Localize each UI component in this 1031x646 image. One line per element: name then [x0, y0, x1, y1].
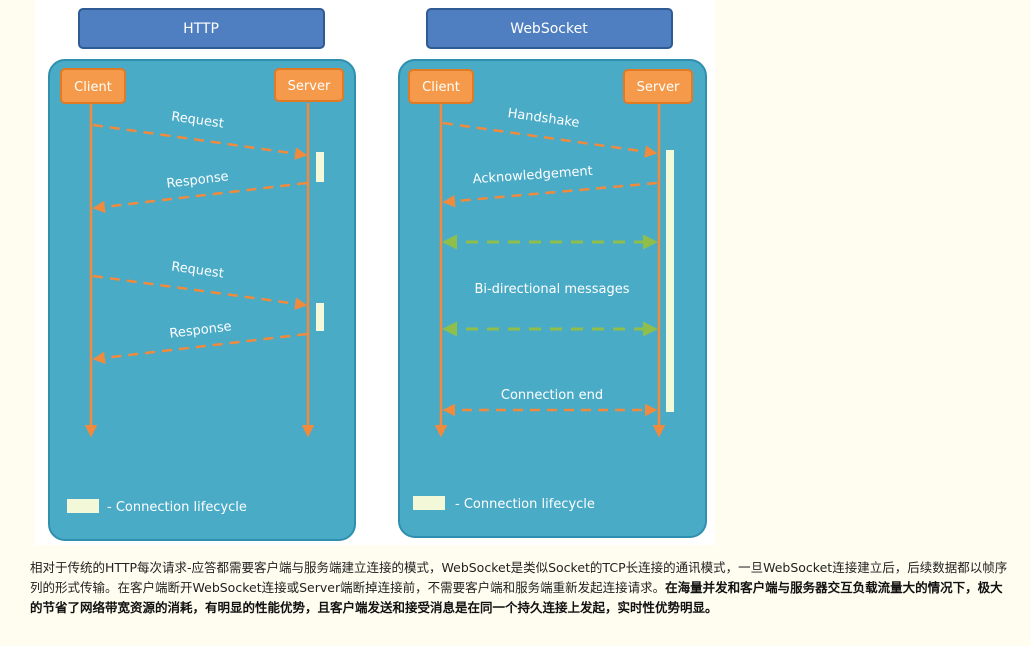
websocket-title: WebSocket — [510, 21, 588, 37]
http-diagram: HTTP Client Server Request Response Requ… — [48, 8, 356, 541]
http-title: HTTP — [183, 21, 219, 37]
description-text: 相对于传统的HTTP每次请求-应答都需要客户端与服务端建立连接的模式，WebSo… — [30, 560, 1008, 595]
http-request-arrow-2 — [92, 274, 308, 310]
websocket-client-box — [408, 69, 474, 104]
http-message-request-1: Request — [170, 109, 224, 131]
http-legend-label: - Connection lifecycle — [107, 500, 247, 515]
http-message-request-2: Request — [170, 259, 224, 281]
http-lifecycle-bar-2 — [316, 303, 324, 331]
http-response-arrow-2 — [92, 332, 308, 365]
websocket-lifecycle-bar — [666, 150, 674, 412]
description-emphasis: 在海量并发和客户端与服务器交互负载流量大的情况下，极大的节省了网络带宽资源的消耗… — [30, 580, 1003, 615]
description-paragraph: 相对于传统的HTTP每次请求-应答都需要客户端与服务端建立连接的模式，WebSo… — [30, 558, 1010, 618]
http-request-arrow-1 — [92, 123, 308, 160]
websocket-message-bidir: Bi-directional messages — [474, 282, 629, 297]
http-server-label: Server — [288, 79, 331, 94]
websocket-message-end: Connection end — [501, 388, 603, 403]
comparison-diagram: HTTP Client Server Request Response Requ… — [35, 0, 715, 545]
websocket-header — [426, 8, 673, 49]
websocket-client-label: Client — [422, 80, 460, 95]
websocket-diagram: WebSocket Client Server Handshake Acknow… — [398, 8, 707, 538]
http-client-box — [60, 68, 126, 104]
http-panel — [48, 59, 356, 541]
http-legend-swatch — [67, 499, 99, 513]
websocket-legend-label: - Connection lifecycle — [455, 497, 595, 512]
websocket-server-label: Server — [637, 80, 680, 95]
websocket-legend-swatch — [413, 496, 445, 510]
http-header — [78, 8, 325, 49]
websocket-panel — [398, 59, 707, 538]
websocket-handshake-arrow — [442, 121, 658, 158]
http-response-arrow-1 — [92, 181, 308, 214]
websocket-server-box — [623, 69, 693, 104]
websocket-ack-arrow — [442, 181, 658, 208]
http-lifecycle-bar-1 — [316, 152, 324, 182]
http-client-label: Client — [74, 80, 112, 95]
http-server-box — [274, 68, 344, 102]
